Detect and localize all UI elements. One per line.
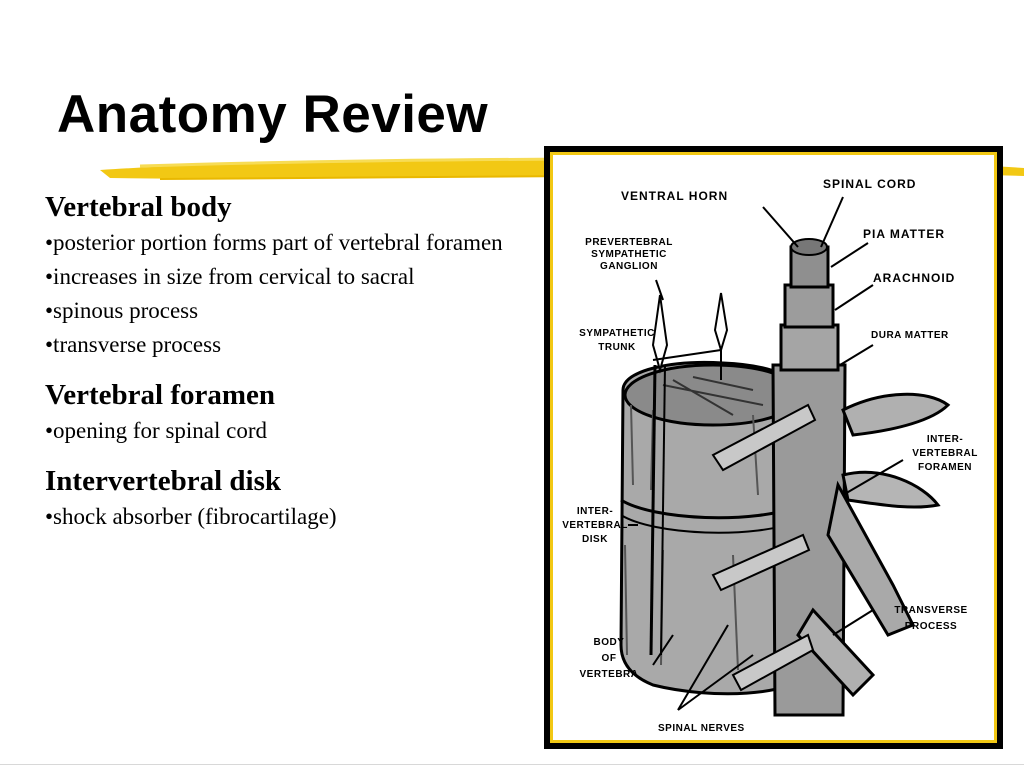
- bullet-item: •spinous process: [45, 298, 199, 323]
- label-prevertebral-ganglion: PREVERTEBRAL SYMPATHETIC GANGLION: [569, 237, 689, 273]
- bullet-item: •opening for spinal cord: [45, 418, 268, 443]
- label-line: TRUNK: [598, 342, 636, 353]
- label-line: PROCESS: [904, 621, 958, 632]
- label-line: SYMPATHETIC: [591, 249, 667, 260]
- label-spinal-nerves: SPINAL NERVES: [658, 723, 745, 734]
- label-line: GANGLION: [600, 261, 658, 272]
- bullet-item: •transverse process: [45, 332, 222, 357]
- slide-title: Anatomy Review: [57, 85, 489, 144]
- slide-bottom-rule: [0, 764, 1024, 765]
- label-dura-matter: DURA MATTER: [871, 330, 949, 341]
- section-heading: Intervertebral disk: [45, 465, 281, 497]
- label-line: TRANSVERSE: [894, 605, 968, 616]
- label-ventral-horn: VENTRAL HORN: [621, 189, 729, 203]
- label-line: INTER-: [576, 506, 614, 517]
- sympathetic-trunk-drawing: [649, 292, 729, 656]
- label-pia-matter: PIA MATTER: [863, 227, 945, 241]
- bullet-item: •shock absorber (fibrocartilage): [45, 504, 337, 529]
- spinal-cord-drawing: [771, 238, 847, 717]
- label-line: VERTEBRA: [579, 669, 639, 680]
- section-vertebral-body: Vertebral body •posterior portion forms …: [45, 188, 535, 362]
- label-arachnoid: ARACHNOID: [873, 271, 956, 285]
- section-intervertebral-disk: Intervertebral disk •shock absorber (fib…: [45, 462, 535, 534]
- label-spinal-cord: SPINAL CORD: [823, 177, 917, 191]
- label-line: PREVERTEBRAL: [585, 237, 673, 248]
- bullet-item: •posterior portion forms part of vertebr…: [45, 230, 503, 255]
- label-line: INTER-: [926, 434, 964, 445]
- label-intervertebral-disk: INTER- VERTEBRAL DISK: [555, 505, 635, 547]
- label-line: SYMPATHETIC: [579, 328, 655, 339]
- bullet-item: •increases in size from cervical to sacr…: [45, 264, 415, 289]
- label-line: BODY: [593, 637, 625, 648]
- label-intervertebral-foramen: INTER- VERTEBRAL FORAMEN: [895, 433, 995, 475]
- label-line: VERTEBRAL: [562, 520, 628, 531]
- section-heading: Vertebral foramen: [45, 379, 276, 411]
- label-line: OF: [601, 653, 617, 664]
- anatomy-figure-frame: VENTRAL HORN SPINAL CORD PREVERTEBRAL SY…: [544, 146, 1003, 749]
- label-line: DISK: [582, 534, 608, 545]
- section-vertebral-foramen: Vertebral foramen •opening for spinal co…: [45, 376, 535, 448]
- section-heading: Vertebral body: [45, 191, 232, 223]
- label-leader-lines: [628, 196, 904, 711]
- vertebra-illustration: [619, 196, 951, 717]
- label-transverse-process: TRANSVERSE PROCESS: [871, 603, 991, 635]
- slide-content: Vertebral body •posterior portion forms …: [45, 188, 535, 548]
- label-line: VERTEBRAL: [912, 448, 978, 459]
- label-line: FORAMEN: [917, 462, 973, 473]
- label-sympathetic-trunk: SYMPATHETIC TRUNK: [557, 327, 677, 355]
- label-body-of-vertebra: BODY OF VERTEBRA: [559, 635, 659, 683]
- anatomy-figure: VENTRAL HORN SPINAL CORD PREVERTEBRAL SY…: [550, 152, 997, 743]
